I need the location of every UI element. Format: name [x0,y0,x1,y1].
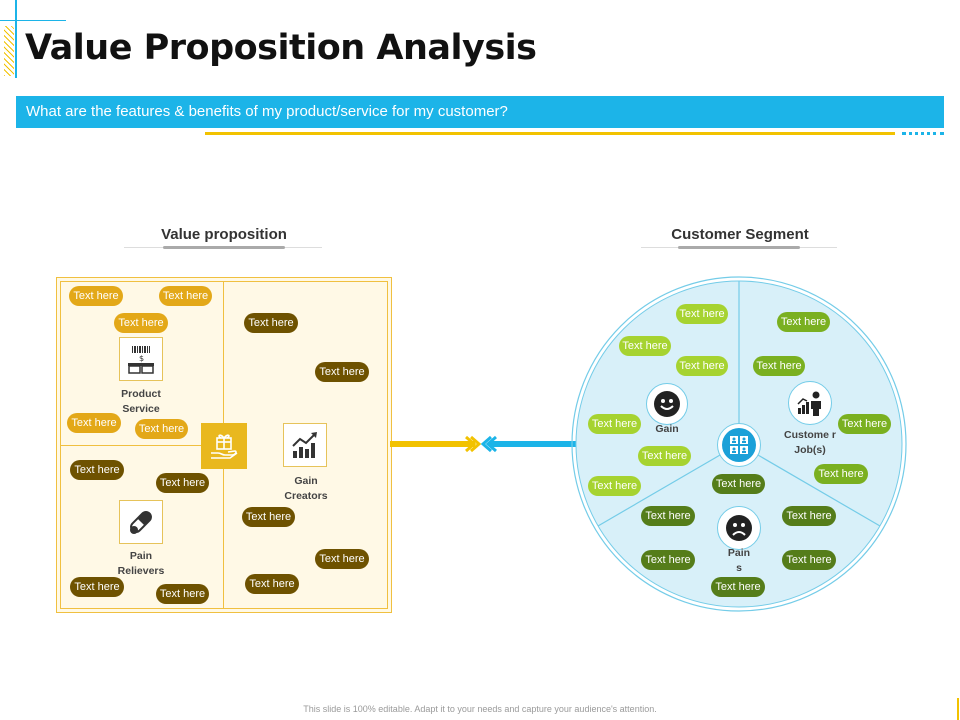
pains-item[interactable]: Text here [711,577,765,597]
subtitle-text: What are the features & benefits of my p… [26,103,508,120]
customer-jobs-item[interactable]: Text here [838,414,891,434]
growth-chart-icon [283,423,327,467]
gains-item[interactable]: Text here [676,304,728,324]
pills-icon [119,500,163,544]
corner-decoration-line [15,0,17,78]
smiley-face-icon [646,383,688,425]
pains-item[interactable]: Text here [641,550,695,570]
gain-creator-item[interactable]: Text here [315,549,369,569]
pain-reliever-item[interactable]: Text here [156,473,209,493]
svg-text:$: $ [139,354,144,363]
customer-jobs-label: Custome r Job(s) [784,429,836,456]
gain-creator-item[interactable]: Text here [315,362,369,382]
pains-item[interactable]: Text here [782,550,836,570]
corner-decoration-line [0,20,66,21]
gains-item[interactable]: Text here [676,356,728,376]
gain-creator-item[interactable]: Text here [242,507,295,527]
pain-relievers-label: Pain Relievers [117,550,165,577]
pain-reliever-item[interactable]: Text here [156,584,209,604]
gain-creators-label: Gain Creators [284,475,328,502]
product-service-item[interactable]: Text here [159,286,212,306]
corner-hatch [4,26,14,76]
outer-ring [571,276,907,612]
heading-underline-bar [678,246,800,249]
pains-label: Pain s [727,547,751,574]
blue-arrowhead [485,435,497,453]
gain-creator-item[interactable]: Text here [244,313,298,333]
gains-label: Gain s [655,423,679,437]
customer-jobs-item[interactable]: Text here [814,464,868,484]
customer-jobs-item[interactable]: Text here [753,356,805,376]
divider-line [205,132,895,135]
product-service-label: Product Service [121,388,161,415]
connector-arrows [390,435,580,453]
gains-item[interactable]: Text here [588,414,641,434]
subtitle-banner: What are the features & benefits of my p… [16,96,944,128]
page-title: Value Proposition Analysis [25,28,537,68]
segment-divider [738,443,881,527]
product-service-item[interactable]: Text here [67,413,121,433]
sad-face-icon [717,506,761,550]
barcode-store-icon: $ [119,337,163,381]
gains-item[interactable]: Text here [588,476,641,496]
yellow-arrowhead [470,435,482,453]
pain-reliever-item[interactable]: Text here [70,577,124,597]
pains-item[interactable]: Text here [712,474,765,494]
gain-creator-item[interactable]: Text here [245,574,299,594]
customer-segment-heading: Customer Segment [671,226,809,243]
pains-item[interactable]: Text here [641,506,695,526]
gains-item[interactable]: Text here [619,336,671,356]
grid-users-icon [717,423,761,467]
gains-item[interactable]: Text here [638,446,691,466]
person-chart-icon [788,381,832,425]
blue-arrow-shaft [490,441,580,447]
heading-underline-bar [163,246,285,249]
product-service-item[interactable]: Text here [69,286,123,306]
dotted-divider [902,132,944,138]
segment-divider [597,443,740,527]
gift-hand-icon [201,423,247,469]
pains-item[interactable]: Text here [782,506,836,526]
value-proposition-heading: Value proposition [161,226,287,243]
yellow-arrow-shaft [390,441,475,447]
pain-reliever-item[interactable]: Text here [70,460,124,480]
corner-mark [957,698,959,720]
product-service-item[interactable]: Text here [135,419,188,439]
blue-arrowhead [480,435,492,453]
yellow-arrowhead [465,435,477,453]
customer-jobs-item[interactable]: Text here [777,312,830,332]
box-divider-horizontal [60,445,223,446]
product-service-item[interactable]: Text here [114,313,168,333]
footer-note: This slide is 100% editable. Adapt it to… [303,704,657,714]
